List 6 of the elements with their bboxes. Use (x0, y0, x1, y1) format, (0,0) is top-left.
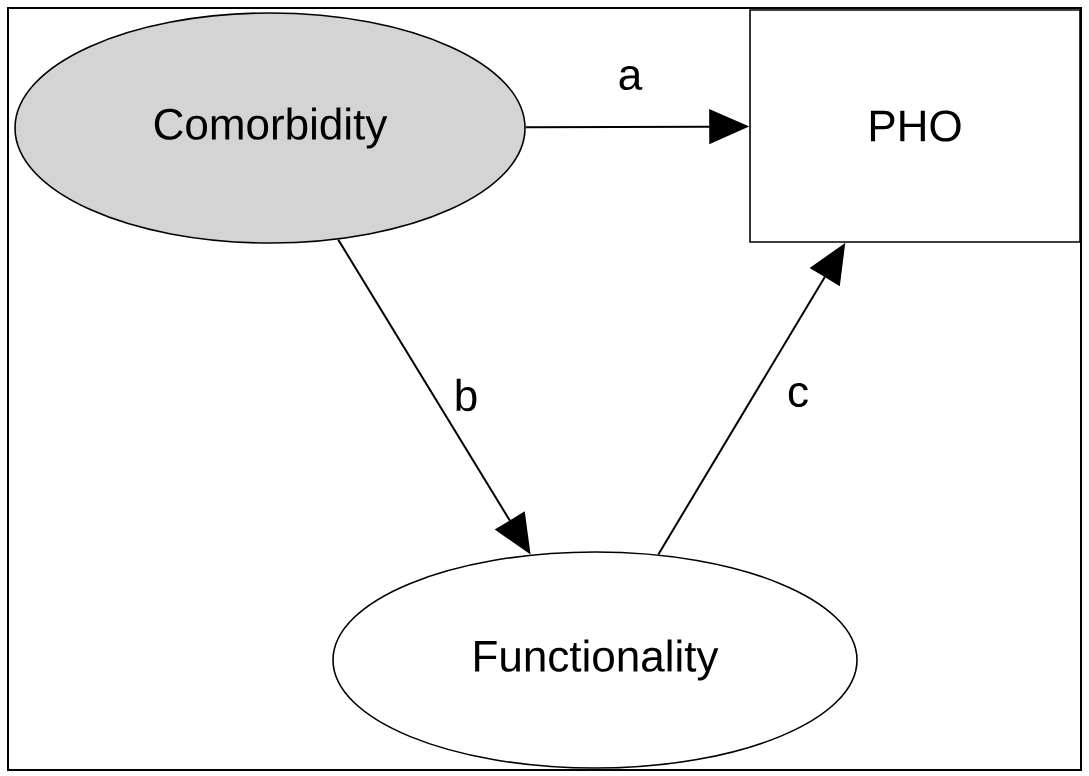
process-box: PHO (749, 9, 1081, 243)
oval-node: Comorbidity (14, 12, 526, 244)
edge-label: c (785, 381, 811, 409)
oval-node: Functionality (332, 551, 858, 769)
edge-label: b (452, 377, 480, 413)
edge-label: a (616, 64, 644, 92)
